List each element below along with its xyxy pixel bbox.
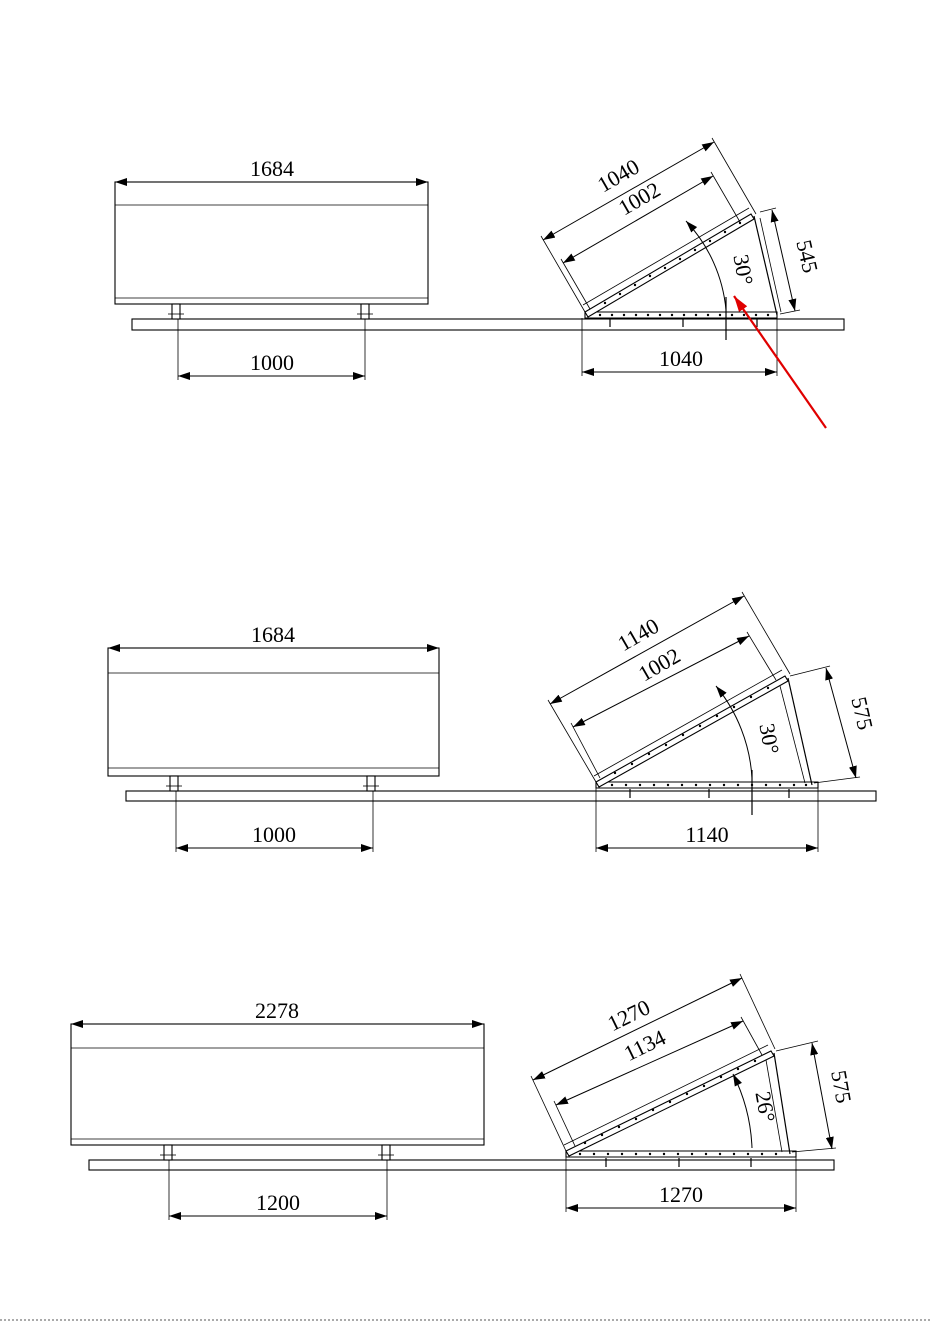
clamp-spacing-label: 1000 bbox=[250, 350, 294, 375]
clamp-right bbox=[378, 1145, 394, 1220]
clamp-spacing-dimension: 1000 bbox=[178, 350, 365, 376]
panel-width-dimension: 1684 bbox=[108, 622, 439, 648]
leg-height-label: 575 bbox=[846, 694, 878, 732]
panel-width-label: 2278 bbox=[255, 998, 299, 1023]
leg-height-dimension: 575 bbox=[776, 1041, 857, 1152]
leg-height-label: 575 bbox=[826, 1068, 856, 1105]
panel-width-label: 1684 bbox=[251, 622, 295, 647]
mount-drawing-1: 1684 1000 bbox=[115, 138, 844, 428]
frame-length-dimension: 1270 bbox=[531, 974, 775, 1151]
tilt-angle-label: 30° bbox=[754, 721, 784, 756]
base-length-label: 1040 bbox=[659, 346, 703, 371]
panel-width-dimension: 1684 bbox=[115, 156, 428, 182]
panel-width-dimension: 2278 bbox=[71, 998, 484, 1024]
base-length-label: 1270 bbox=[659, 1182, 703, 1207]
panel-length-label: 1002 bbox=[634, 643, 685, 687]
leg-height-label: 545 bbox=[791, 237, 823, 275]
base-length-label: 1140 bbox=[685, 822, 728, 847]
tilt-angle-label: 30° bbox=[728, 252, 758, 287]
clamp-right bbox=[357, 304, 373, 380]
tilt-angle-label: 26° bbox=[750, 1089, 780, 1124]
ground-rail bbox=[132, 319, 844, 330]
panel-front-view bbox=[115, 182, 428, 304]
clamp-left bbox=[168, 304, 184, 380]
panel-front-view bbox=[108, 648, 439, 776]
panel-length-dimension: 1134 bbox=[554, 1017, 762, 1146]
frame-length-label: 1140 bbox=[613, 613, 663, 656]
frame-length-dimension: 1140 bbox=[548, 592, 790, 782]
clamp-spacing-label: 1000 bbox=[252, 822, 296, 847]
clamp-spacing-dimension: 1000 bbox=[176, 822, 373, 848]
panel-length-label: 1134 bbox=[620, 1025, 670, 1066]
clamp-right bbox=[363, 776, 379, 852]
mount-drawing-2: 1684 1000 bbox=[108, 592, 878, 852]
panel-front-view bbox=[71, 1024, 484, 1145]
tilt-angle-dimension: 26° bbox=[733, 1074, 780, 1148]
ground-rail bbox=[126, 791, 876, 801]
clamp-spacing-dimension: 1200 bbox=[169, 1190, 387, 1216]
panel-width-label: 1684 bbox=[250, 156, 294, 181]
leg-height-dimension: 575 bbox=[790, 666, 878, 783]
clamp-spacing-label: 1200 bbox=[256, 1190, 300, 1215]
frame-length-dimension: 1040 bbox=[541, 138, 756, 312]
tilt-frame-side-view bbox=[594, 670, 818, 798]
ground-rail bbox=[89, 1160, 834, 1170]
clamp-left bbox=[166, 776, 182, 852]
frame-holes bbox=[579, 1060, 777, 1155]
mount-drawing-3: 2278 1200 bbox=[71, 974, 857, 1220]
clamp-left bbox=[160, 1145, 176, 1220]
pointer-arrow bbox=[734, 296, 826, 428]
